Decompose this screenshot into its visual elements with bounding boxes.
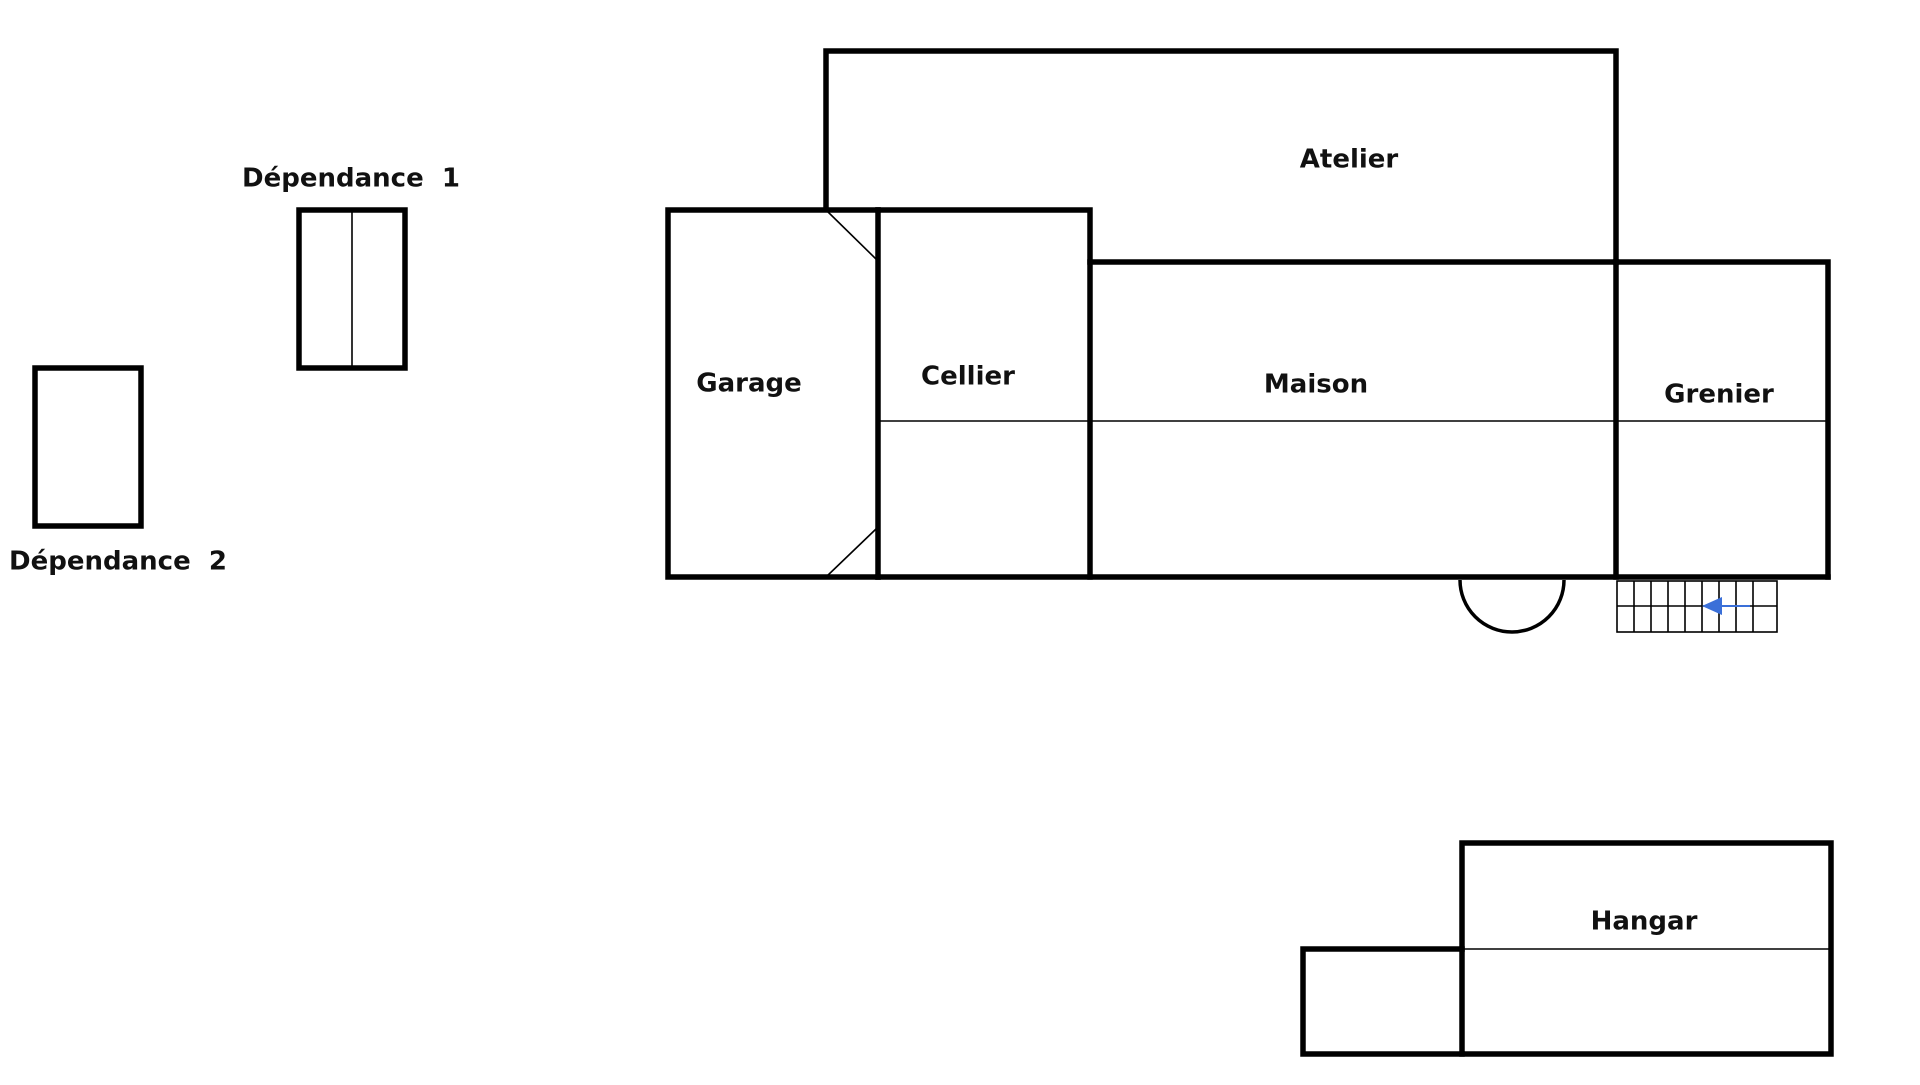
room-grenier: Grenier bbox=[1613, 259, 1831, 580]
building-dependance-1: Dépendance 1 bbox=[242, 164, 460, 371]
label-grenier: Grenier bbox=[1664, 380, 1774, 410]
label-cellier: Cellier bbox=[921, 362, 1015, 392]
label-garage: Garage bbox=[696, 369, 802, 399]
label-hangar: Hangar bbox=[1591, 907, 1698, 937]
label-maison: Maison bbox=[1264, 370, 1368, 400]
room-maison: Maison bbox=[875, 259, 1831, 580]
room-garage: Garage bbox=[665, 207, 881, 580]
label-atelier: Atelier bbox=[1300, 145, 1399, 175]
stairs-icon bbox=[1616, 580, 1778, 633]
half-circle-door-icon bbox=[1458, 579, 1566, 634]
building-dependance-2: Dépendance 2 bbox=[9, 365, 227, 577]
room-cellier: Cellier bbox=[875, 207, 1093, 580]
building-hangar: Hangar bbox=[1300, 840, 1834, 1057]
room-atelier: Atelier bbox=[823, 48, 1619, 265]
door-swing-garage-top bbox=[825, 209, 877, 260]
door-swing-garage-bottom bbox=[825, 528, 877, 578]
left-arrow-icon bbox=[1702, 597, 1722, 615]
label-dependance-1: Dépendance 1 bbox=[242, 164, 460, 194]
label-dependance-2: Dépendance 2 bbox=[9, 547, 227, 577]
